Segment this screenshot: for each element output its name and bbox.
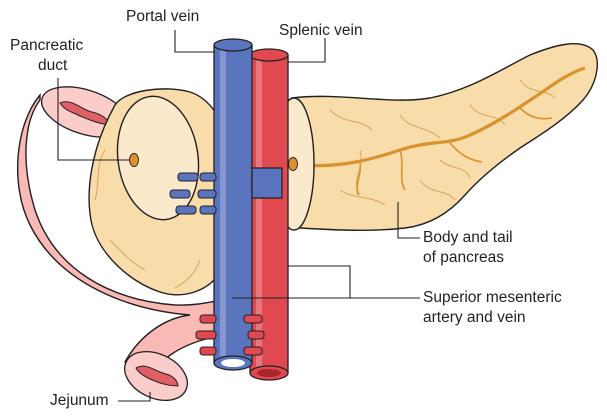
label-body-tail-line1: Body and tail — [423, 228, 513, 248]
vein-highlight — [220, 45, 226, 363]
label-splenic-vein: Splenic vein — [279, 21, 363, 41]
superior-mesenteric-artery — [250, 55, 288, 373]
label-pancreatic-duct-line1: Pancreatic — [10, 36, 83, 56]
label-body-tail-line2: of pancreas — [423, 248, 504, 268]
artery-highlight — [256, 55, 262, 373]
pancreas-body-tail-shape — [292, 44, 597, 231]
artery-top — [250, 49, 288, 61]
body-duct-opening — [289, 158, 298, 171]
splenic-vein-junction — [252, 168, 282, 198]
vein-top — [214, 39, 252, 51]
vein-lumen-inner — [221, 359, 245, 367]
artery-lumen-inner — [257, 369, 281, 377]
label-sup-mes-line1: Superior mesenteric — [423, 288, 562, 308]
leader-portal-vein — [175, 30, 214, 52]
leader-sup-mes-artery — [288, 266, 350, 298]
label-pancreatic-duct-line2: duct — [38, 56, 67, 76]
pancreas-body-tail — [274, 44, 597, 231]
leader-splenic-vein — [288, 38, 325, 62]
label-sup-mes-line2: artery and vein — [423, 308, 526, 328]
label-portal-vein: Portal vein — [126, 7, 199, 27]
head-duct-opening — [130, 154, 139, 167]
label-jejunum: Jejunum — [50, 391, 109, 411]
vessels — [214, 39, 288, 380]
